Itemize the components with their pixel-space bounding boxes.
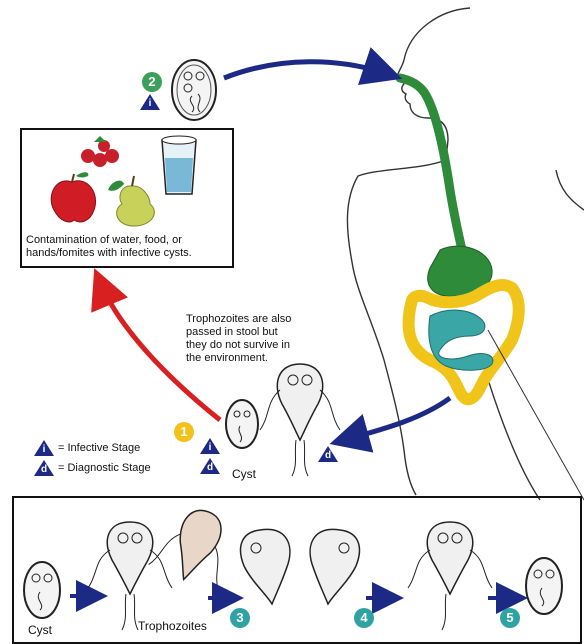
legend-infective-label: = Infective Stage — [58, 442, 140, 454]
contamination-caption-line1: Contamination of water, food, or — [26, 234, 182, 247]
trophozoite-note-line3: they do not survive in — [186, 339, 290, 352]
stage-2-number: 2 — [148, 74, 155, 89]
legend-infective-marker: i — [34, 440, 54, 456]
diagnostic-letter: d — [200, 461, 220, 474]
infective-letter: i — [140, 97, 160, 110]
trophozoite-note-line2: passed in stool but — [186, 326, 278, 339]
cyst-illustration-top — [172, 60, 216, 120]
legend-diagnostic-marker: d — [34, 460, 54, 476]
arrow-to-mouth — [224, 62, 388, 78]
pointer-line — [488, 330, 584, 500]
contamination-caption-line2: hands/fomites with infective cysts. — [26, 247, 192, 260]
legend-diagnostic-label: = Diagnostic Stage — [58, 462, 151, 474]
stool-diagnostic-marker: d — [318, 446, 338, 462]
infective-letter: i — [200, 441, 220, 454]
stage-4-badge: 4 — [354, 608, 374, 628]
stage-1-diagnostic-marker: d — [200, 458, 220, 474]
stage-1-badge: 1 — [174, 422, 194, 442]
trophozoite-note-line4: the environment. — [186, 352, 268, 365]
trophozoite-note-line1: Trophozoites are also — [186, 313, 291, 326]
diagnostic-letter: d — [318, 449, 338, 462]
trophozoites-label-bottom: Trophozoites — [138, 620, 207, 633]
replication-panel — [12, 496, 582, 644]
stage-5-badge: 5 — [500, 608, 520, 628]
infective-letter: i — [34, 443, 54, 456]
stage-3-badge: 3 — [230, 608, 250, 628]
digestive-tract — [400, 78, 519, 399]
cyst-label-bottom: Cyst — [28, 624, 52, 637]
stage-1-infective-marker: i — [200, 438, 220, 454]
stage-4-number: 4 — [360, 610, 367, 625]
cyst-label-center: Cyst — [232, 468, 256, 481]
stage-2-badge: 2 — [142, 72, 162, 92]
stage-3-number: 3 — [236, 610, 243, 625]
stage-5-number: 5 — [506, 610, 513, 625]
cyst-illustration-center — [226, 400, 258, 448]
diagnostic-letter: d — [34, 463, 54, 476]
stage-1-number: 1 — [180, 424, 187, 439]
stage-2-infective-marker: i — [140, 94, 160, 110]
arrow-to-stool-stage — [344, 398, 450, 440]
